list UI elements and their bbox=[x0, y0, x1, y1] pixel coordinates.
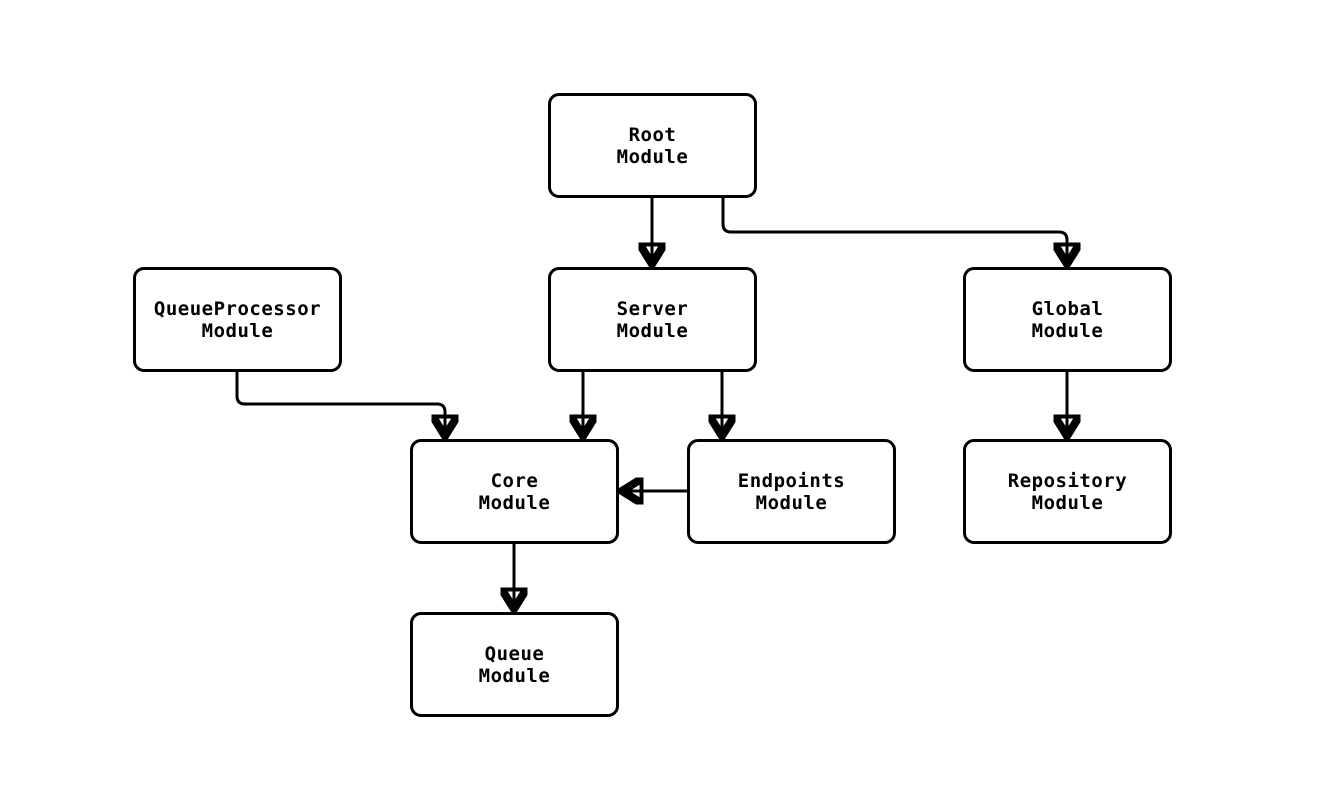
node-label: Global bbox=[1031, 297, 1104, 320]
node-label: QueueProcessor bbox=[153, 297, 322, 320]
node-label: Module bbox=[616, 145, 689, 168]
node-label: Module bbox=[201, 319, 274, 342]
node-label: Module bbox=[616, 319, 689, 342]
node-queueprocessor-module: QueueProcessor Module bbox=[133, 267, 342, 372]
edge-root-to-global bbox=[721, 198, 1067, 264]
node-label: Module bbox=[478, 664, 551, 687]
node-label: Module bbox=[755, 491, 828, 514]
node-server-module: Server Module bbox=[548, 267, 757, 372]
node-label: Module bbox=[478, 491, 551, 514]
node-label: Root bbox=[628, 123, 677, 146]
node-endpoints-module: Endpoints Module bbox=[687, 439, 896, 544]
node-core-module: Core Module bbox=[410, 439, 619, 544]
edge-queueprocessor-to-core bbox=[235, 372, 445, 436]
node-label: Module bbox=[1031, 491, 1104, 514]
node-label: Queue bbox=[484, 642, 545, 665]
node-label: Endpoints bbox=[737, 469, 846, 492]
node-queue-module: Queue Module bbox=[410, 612, 619, 717]
node-label: Server bbox=[616, 297, 689, 320]
node-global-module: Global Module bbox=[963, 267, 1172, 372]
node-root-module: Root Module bbox=[548, 93, 757, 198]
node-label: Module bbox=[1031, 319, 1104, 342]
node-label: Core bbox=[490, 469, 539, 492]
node-label: Repository bbox=[1007, 469, 1128, 492]
node-repository-module: Repository Module bbox=[963, 439, 1172, 544]
